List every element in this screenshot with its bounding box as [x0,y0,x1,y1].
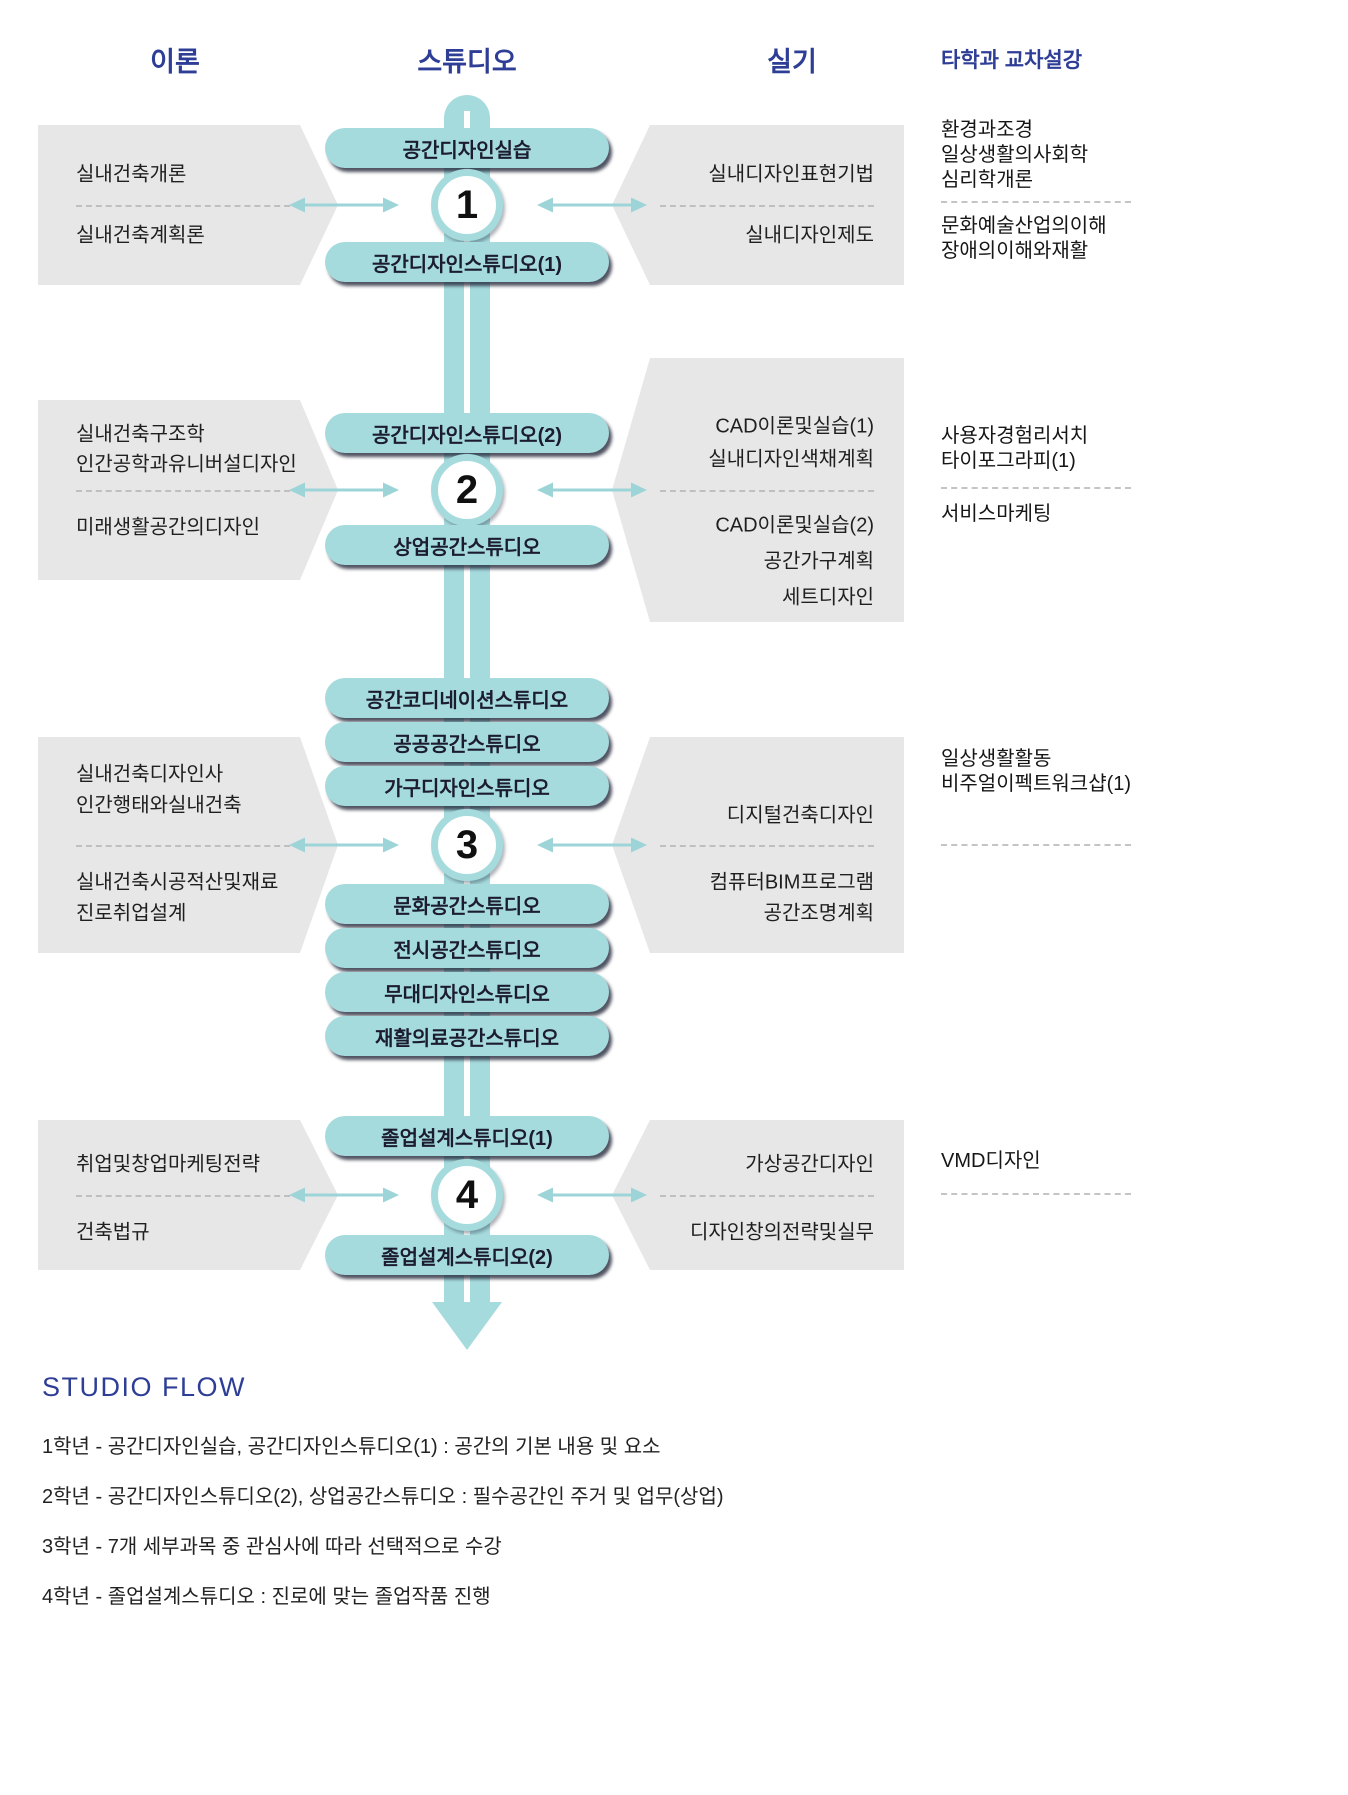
cross-course-item: 심리학개론 [941,169,1033,191]
dashed-divider [941,844,1131,846]
year-number: 3 [455,822,479,867]
theory-box-year1: 실내건축개론 실내건축계획론 [38,125,338,285]
practice-box-year1: 실내디자인표현기법 실내디자인제도 [612,125,904,285]
cross-course-item: 환경과조경 [941,119,1033,141]
year-2-circle: 2 [431,454,503,526]
year-number: 4 [455,1172,479,1217]
flow-arrow-down-icon [432,1302,502,1350]
course-theory-item: 미래생활공간의디자인 [76,516,260,539]
course-theory-item: 인간행태와실내건축 [76,794,242,817]
column-header-practice: 실기 [767,47,817,77]
course-practice-item: 공간조명계획 [763,902,874,925]
dashed-divider [941,1193,1131,1195]
studio-pill: 공공공간스튜디오 [325,722,609,762]
studio-pill: 졸업설계스튜디오(1) [325,1116,609,1156]
course-theory-item: 취업및창업마케팅전략 [76,1153,260,1176]
practice-box-year3: 디지털건축디자인 컴퓨터BIM프로그램 공간조명계획 [612,737,904,953]
course-practice-item: 컴퓨터BIM프로그램 [709,871,874,894]
dashed-divider [941,487,1131,489]
studio-flow-note: 2학년 - 공간디자인스튜디오(2), 상업공간스튜디오 : 필수공간인 주거 … [42,1486,724,1508]
course-practice-item: 디지털건축디자인 [726,804,874,827]
dashed-divider [660,205,874,207]
course-practice-item: 실내디자인표현기법 [708,163,874,186]
course-practice-item: CAD이론및실습(1) [715,415,874,438]
course-theory-item: 실내건축개론 [76,163,187,186]
theory-box-year4: 취업및창업마케팅전략 건축법규 [38,1120,338,1270]
course-theory-item: 실내건축시공적산및재료 [76,871,279,894]
cross-course-item: 비주얼이펙트워크샵(1) [941,773,1132,795]
course-practice-item: 디자인창의전략및실무 [690,1221,874,1244]
year-number: 2 [455,467,479,512]
studio-pill: 공간디자인스튜디오(2) [325,413,609,453]
year-1-circle: 1 [431,169,503,241]
course-practice-item: 실내디자인색채계획 [708,448,874,471]
dashed-divider [660,845,874,847]
dashed-divider [76,490,300,492]
year-3-circle: 3 [431,809,503,881]
studio-pill: 졸업설계스튜디오(2) [325,1235,609,1275]
cross-course-item: 사용자경험리서치 [941,425,1089,447]
practice-box-year2: CAD이론및실습(1) 실내디자인색채계획 CAD이론및실습(2) 공간가구계획… [612,358,904,622]
course-theory-item: 건축법규 [76,1221,150,1244]
cross-course-item: 서비스마케팅 [941,503,1052,525]
cross-course-item: 문화예술산업의이해 [941,215,1107,237]
dashed-divider [660,490,874,492]
course-practice-item: 세트디자인 [782,586,874,609]
column-header-cross: 타학과 교차설강 [941,49,1083,72]
cross-course-item: 일상생활의사회학 [941,144,1089,166]
studio-flow-note: 4학년 - 졸업설계스튜디오 : 진로에 맞는 졸업작품 진행 [42,1586,491,1608]
column-header-studio: 스튜디오 [417,47,517,77]
course-theory-item: 인간공학과유니버설디자인 [76,453,297,476]
course-practice-item: 실내디자인제도 [745,224,874,247]
studio-pill: 공간디자인스튜디오(1) [325,242,609,282]
course-practice-item: 가상공간디자인 [745,1153,874,1176]
double-arrow-icon [288,478,400,502]
studio-pill: 문화공간스튜디오 [325,884,609,924]
double-arrow-icon [536,833,648,857]
studio-flow-note: 3학년 - 7개 세부과목 중 관심사에 따라 선택적으로 수강 [42,1536,502,1558]
dashed-divider [660,1195,874,1197]
course-theory-item: 실내건축계획론 [76,224,205,247]
double-arrow-icon [288,1183,400,1207]
dashed-divider [76,1195,300,1197]
studio-pill: 전시공간스튜디오 [325,928,609,968]
course-practice-item: 공간가구계획 [763,550,874,573]
double-arrow-icon [536,193,648,217]
double-arrow-icon [288,833,400,857]
year-number: 1 [455,182,479,227]
studio-pill: 상업공간스튜디오 [325,525,609,565]
cross-course-item: 타이포그라피(1) [941,450,1076,472]
double-arrow-icon [288,193,400,217]
studio-flow-title: STUDIO FLOW [42,1372,246,1402]
studio-pill: 가구디자인스튜디오 [325,766,609,806]
course-practice-item: CAD이론및실습(2) [715,514,874,537]
cross-course-item: 장애의이해와재활 [941,240,1089,262]
studio-pill: 공간코디네이션스튜디오 [325,678,609,718]
dashed-divider [76,845,300,847]
studio-pill: 공간디자인실습 [325,128,609,168]
course-theory-item: 실내건축디자인사 [76,763,224,786]
cross-course-item: VMD디자인 [941,1150,1041,1172]
studio-flow-note: 1학년 - 공간디자인실습, 공간디자인스튜디오(1) : 공간의 기본 내용 … [42,1436,661,1458]
double-arrow-icon [536,1183,648,1207]
studio-pill: 재활의료공간스튜디오 [325,1016,609,1056]
course-theory-item: 진로취업설계 [76,902,187,925]
studio-pill: 무대디자인스튜디오 [325,972,609,1012]
year-4-circle: 4 [431,1159,503,1231]
theory-box-year2: 실내건축구조학 인간공학과유니버설디자인 미래생활공간의디자인 [38,400,338,580]
course-theory-item: 실내건축구조학 [76,423,205,446]
practice-box-year4: 가상공간디자인 디자인창의전략및실무 [612,1120,904,1270]
dashed-divider [941,201,1131,203]
double-arrow-icon [536,478,648,502]
theory-box-year3: 실내건축디자인사 인간행태와실내건축 실내건축시공적산및재료 진로취업설계 [38,737,338,953]
cross-course-item: 일상생활활동 [941,748,1052,770]
column-header-theory: 이론 [150,47,200,77]
dashed-divider [76,205,300,207]
